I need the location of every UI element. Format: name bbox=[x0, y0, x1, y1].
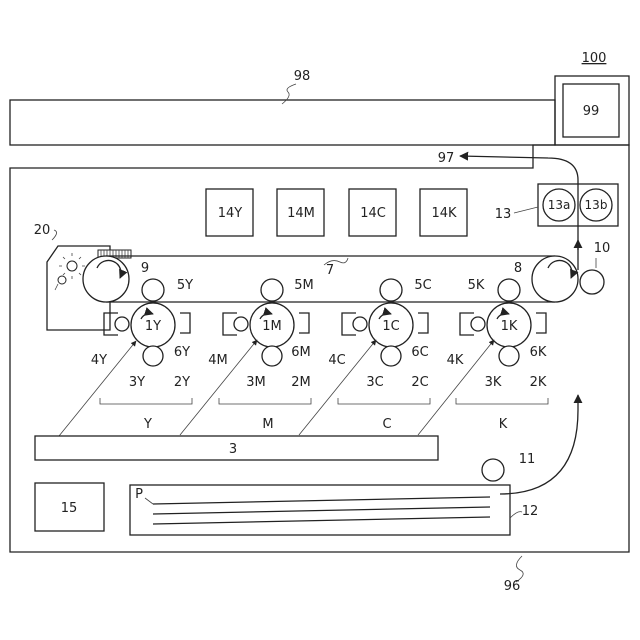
exposure-beam-label: 3K bbox=[485, 375, 502, 390]
charger-roller bbox=[381, 346, 401, 366]
paper-stack bbox=[153, 497, 490, 524]
toner-cartridge-label: 14Y bbox=[218, 206, 243, 221]
fuser-label: 13 bbox=[495, 207, 512, 222]
paper-feed-arrow bbox=[500, 395, 578, 494]
toner-cartridges: 14Y 14M 14C 14K bbox=[206, 189, 467, 236]
panel-label: 99 bbox=[583, 104, 600, 119]
scanner-label: 98 bbox=[294, 69, 311, 84]
station-color-label: M bbox=[262, 417, 273, 432]
cleaner-label: 20 bbox=[34, 223, 51, 238]
paper-leader-line bbox=[145, 498, 153, 504]
station-bracket bbox=[100, 398, 192, 404]
toner-cartridge-label: 14M bbox=[287, 206, 315, 221]
primary-transfer-roller bbox=[142, 279, 164, 301]
feed-roller bbox=[482, 459, 504, 481]
cleaner-label-station: 6C bbox=[411, 345, 428, 360]
charger-label: 2C bbox=[411, 375, 428, 390]
belt-label: 7 bbox=[326, 263, 334, 278]
toner-cartridge-label: 14K bbox=[431, 206, 457, 221]
primary-transfer-label: 5Y bbox=[177, 278, 193, 293]
station-bracket bbox=[338, 398, 430, 404]
primary-transfer-label: 5M bbox=[294, 278, 314, 293]
developer-label: 4K bbox=[447, 353, 464, 368]
charger-roller bbox=[499, 346, 519, 366]
developer-roller bbox=[353, 317, 367, 331]
cleaner-leader-line bbox=[52, 230, 57, 240]
fuser-leader-line bbox=[514, 207, 538, 213]
developer-roller bbox=[115, 317, 129, 331]
scanner-leader-line bbox=[282, 84, 296, 104]
station-bracket bbox=[219, 398, 311, 404]
cleaner-label-station: 6Y bbox=[174, 345, 190, 360]
tension-roller bbox=[83, 256, 129, 302]
exposure-beam-label: 3M bbox=[246, 375, 266, 390]
paper-label: P bbox=[135, 487, 143, 502]
charger-label: 2K bbox=[530, 375, 547, 390]
station-color-label: K bbox=[499, 417, 508, 432]
fuser-roller-a-label: 13a bbox=[548, 198, 571, 212]
developer-label: 4M bbox=[208, 353, 228, 368]
station-bracket bbox=[456, 398, 548, 404]
cleaner-label-station: 6K bbox=[530, 345, 547, 360]
developer-label: 4Y bbox=[91, 353, 107, 368]
station-color-label: Y bbox=[143, 417, 152, 432]
developer-roller bbox=[471, 317, 485, 331]
secondary-transfer-roller bbox=[580, 270, 604, 294]
charger-label: 2Y bbox=[174, 375, 190, 390]
device-label: 100 bbox=[582, 51, 607, 66]
exposure-beam-label: 3Y bbox=[129, 375, 145, 390]
drum-cleaner bbox=[299, 313, 309, 333]
paper-tray-leader-line bbox=[510, 512, 522, 518]
primary-transfer-roller bbox=[380, 279, 402, 301]
primary-transfer-roller bbox=[261, 279, 283, 301]
drive-roller bbox=[532, 256, 578, 302]
cleaner-blade-icon bbox=[55, 253, 85, 290]
cleaner-label-station: 6M bbox=[291, 345, 311, 360]
drum-cleaner bbox=[180, 313, 190, 333]
charger-roller bbox=[143, 346, 163, 366]
drum-label: 1K bbox=[501, 319, 518, 334]
charger-label: 2M bbox=[291, 375, 311, 390]
primary-transfer-label: 5C bbox=[414, 278, 431, 293]
charger-roller bbox=[262, 346, 282, 366]
controller-label: 15 bbox=[61, 501, 78, 516]
developer-label: 4C bbox=[328, 353, 345, 368]
primary-transfer-roller bbox=[498, 279, 520, 301]
drum-label: 1Y bbox=[145, 319, 161, 334]
output-tray-label: 97 bbox=[438, 151, 455, 166]
exposure-label: 3 bbox=[229, 442, 237, 457]
fuser-roller-b-label: 13b bbox=[585, 198, 608, 212]
secondary-transfer-label: 10 bbox=[594, 241, 611, 256]
housing-label: 96 bbox=[504, 579, 521, 594]
feed-roller-label: 11 bbox=[519, 452, 536, 467]
toner-cartridge-label: 14C bbox=[360, 206, 386, 221]
paper-tray-label: 12 bbox=[522, 504, 539, 519]
drum-cleaner bbox=[418, 313, 428, 333]
drum-label: 1C bbox=[382, 319, 399, 334]
developer-roller bbox=[234, 317, 248, 331]
drive-roller-label: 8 bbox=[514, 261, 522, 276]
exposure-beam-label: 3C bbox=[366, 375, 383, 390]
drum-cleaner bbox=[536, 313, 546, 333]
tension-roller-label: 9 bbox=[141, 261, 149, 276]
drum-label: 1M bbox=[262, 319, 282, 334]
scanner-unit bbox=[10, 100, 555, 145]
primary-transfer-label: 5K bbox=[468, 278, 485, 293]
station-color-label: C bbox=[382, 417, 391, 432]
